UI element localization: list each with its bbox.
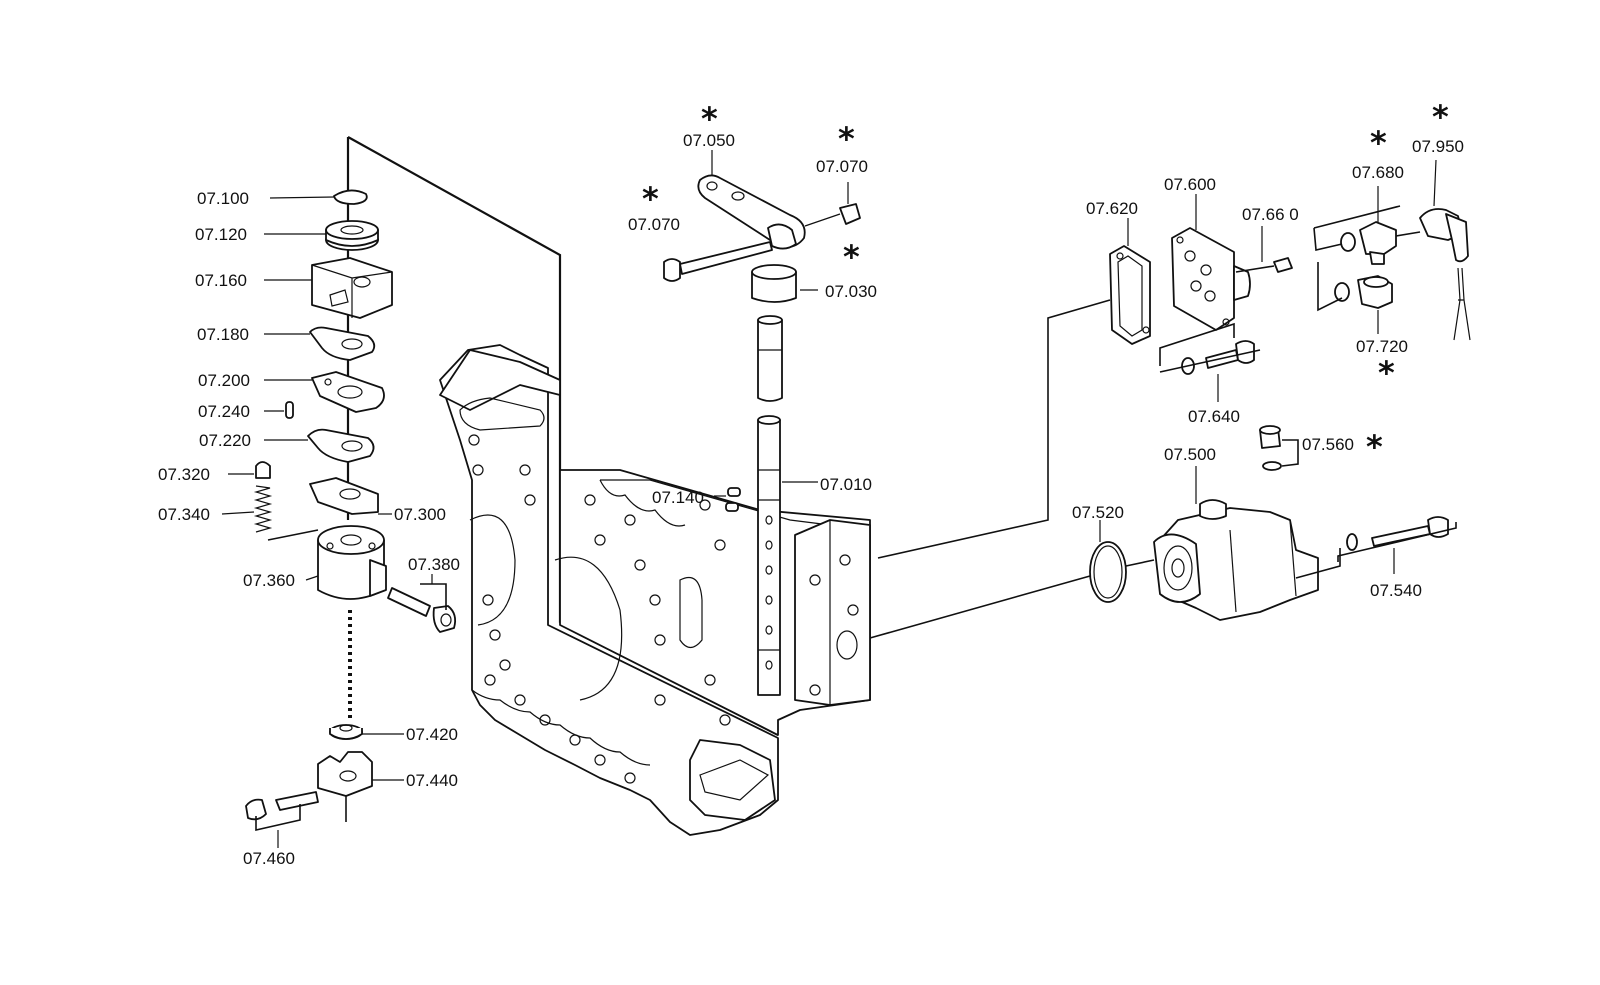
label-07300: 07.300: [394, 505, 446, 524]
label-07640: 07.640: [1188, 407, 1240, 426]
label-07030: 07.030: [825, 282, 877, 301]
label-07950: 07.950: [1412, 137, 1464, 156]
valve-cover-group: [1109, 208, 1471, 375]
part-labels: 07.100 07.120 07.160 07.180 07.200 07.24…: [158, 131, 1464, 868]
label-07220: 07.220: [199, 431, 251, 450]
asterisk-07950: *: [1432, 98, 1449, 136]
assembly-lines: [255, 205, 1457, 832]
left-component-stack: [245, 189, 457, 822]
label-07240: 07.240: [198, 402, 250, 421]
label-07540: 07.540: [1370, 581, 1422, 600]
label-07520: 07.520: [1072, 503, 1124, 522]
label-07160: 07.160: [195, 271, 247, 290]
asterisk-07050: *: [701, 100, 718, 138]
asterisk-07560: *: [1366, 428, 1383, 466]
pins-07140: [725, 487, 741, 512]
label-07180: 07.180: [197, 325, 249, 344]
label-07070-bolt: 07.070: [628, 215, 680, 234]
label-07720: 07.720: [1356, 337, 1408, 356]
asterisk-07030: *: [843, 238, 860, 276]
asterisk-07720: *: [1378, 354, 1395, 392]
asterisk-07070-bolt: *: [642, 180, 659, 218]
label-07340: 07.340: [158, 505, 210, 524]
label-07050: 07.050: [683, 131, 735, 150]
label-07420: 07.420: [406, 725, 458, 744]
label-07600: 07.600: [1164, 175, 1216, 194]
label-07320: 07.320: [158, 465, 210, 484]
selector-shaft: [663, 174, 861, 696]
leader-lines: [221, 150, 1437, 848]
asterisk-07070-nut: *: [838, 120, 855, 158]
transmission-housing: [346, 136, 871, 836]
label-07380: 07.380: [408, 555, 460, 574]
label-07460: 07.460: [243, 849, 295, 868]
label-07200: 07.200: [198, 371, 250, 390]
label-07560: 07.560: [1302, 435, 1354, 454]
asterisk-07680: *: [1370, 124, 1387, 162]
label-07100: 07.100: [197, 189, 249, 208]
label-07010: 07.010: [820, 475, 872, 494]
label-07660: 07.66 0: [1242, 205, 1299, 224]
label-07500: 07.500: [1164, 445, 1216, 464]
label-07680: 07.680: [1352, 163, 1404, 182]
label-07440: 07.440: [406, 771, 458, 790]
label-07140: 07.140: [652, 488, 704, 507]
asterisk-markers: * * * * * * * *: [642, 98, 1449, 466]
label-07070-nut: 07.070: [816, 157, 868, 176]
label-07360: 07.360: [243, 571, 295, 590]
label-07120: 07.120: [195, 225, 247, 244]
label-07620: 07.620: [1086, 199, 1138, 218]
pump-group: [1089, 425, 1449, 621]
